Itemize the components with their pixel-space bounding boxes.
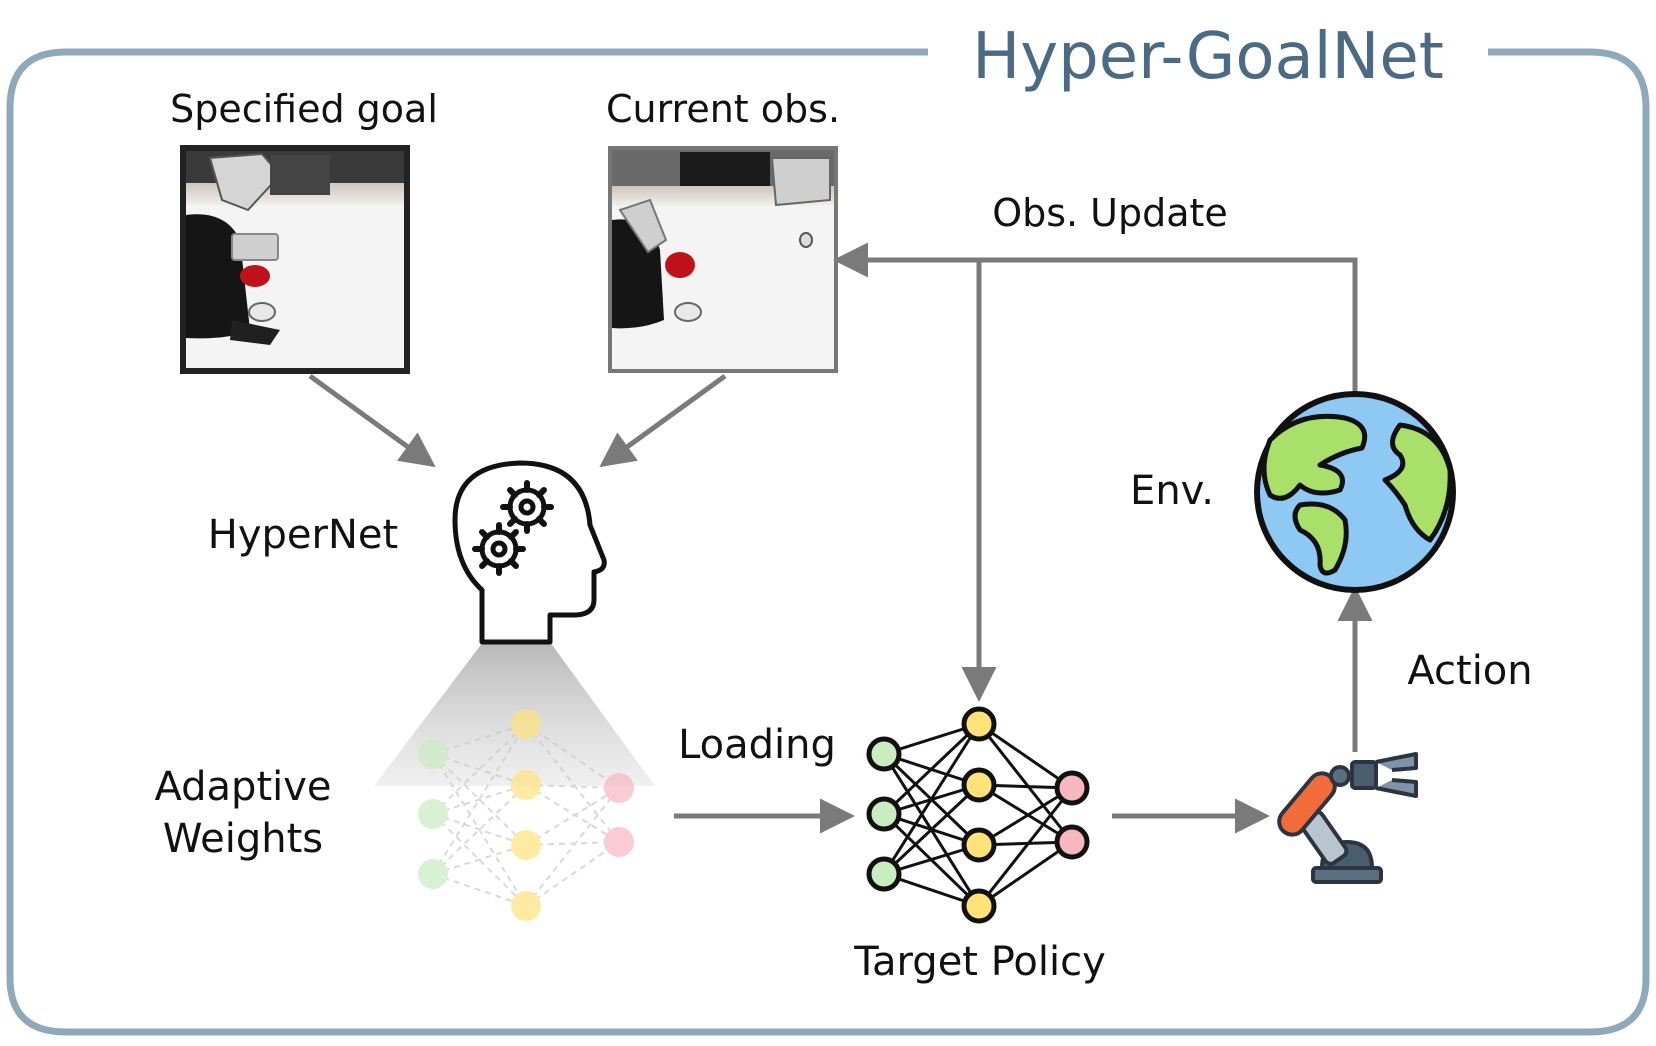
- label-current-obs: Current obs.: [606, 87, 840, 131]
- network-edge: [432, 723, 527, 875]
- network-edge: [432, 753, 527, 786]
- robot-arm-icon: [1277, 752, 1418, 884]
- hidden-node: [961, 888, 997, 924]
- input-node: [866, 856, 902, 892]
- network-edge: [525, 841, 620, 846]
- network-edge: [978, 840, 1073, 908]
- globe-icon: [1254, 391, 1456, 593]
- gear-icon: [500, 480, 554, 534]
- label-adaptive-weights-line1: Adaptive: [154, 764, 331, 810]
- diagram-title: Hyper-GoalNet: [972, 20, 1444, 94]
- network-edge: [525, 784, 620, 843]
- label-action: Action: [1407, 648, 1532, 694]
- brain-gears-icon: [452, 460, 607, 645]
- gear-tooth: [507, 487, 518, 498]
- outer-frame: [6, 48, 1650, 1036]
- output-node: [604, 827, 634, 857]
- hypernet-beam: [374, 642, 655, 786]
- label-target-policy: Target Policy: [853, 939, 1106, 985]
- network-edge: [432, 844, 527, 875]
- input-node: [866, 736, 902, 772]
- network-edge: [432, 723, 527, 755]
- label-loading: Loading: [678, 722, 836, 768]
- gear-tooth: [536, 487, 547, 498]
- gear-tooth: [536, 516, 547, 527]
- hidden-node: [961, 827, 997, 863]
- network-edge: [432, 784, 527, 815]
- network-edge: [432, 813, 527, 846]
- hidden-node: [511, 770, 541, 800]
- network-edge: [432, 873, 527, 907]
- hidden-node: [511, 891, 541, 921]
- network-edge: [977, 787, 1074, 907]
- goal-image: [180, 145, 410, 374]
- input-node: [418, 739, 448, 769]
- output-node: [1054, 770, 1090, 806]
- gear-tooth: [508, 529, 519, 540]
- arrow-obs-update: [833, 242, 1358, 392]
- network-edge: [977, 723, 1074, 843]
- input-node: [418, 799, 448, 829]
- network-edge: [525, 784, 620, 789]
- adaptive-weights-network: [418, 709, 634, 921]
- network-edge: [978, 783, 1073, 844]
- network-edge: [882, 783, 981, 876]
- label-specified-goal: Specified goal: [170, 87, 438, 131]
- input-node: [866, 796, 902, 832]
- arrow-goal-to-hypernet: [308, 373, 436, 468]
- hidden-node: [511, 709, 541, 739]
- output-node: [1054, 824, 1090, 860]
- observation-image: [608, 146, 838, 373]
- network-edge: [978, 786, 1073, 847]
- gear-tooth: [479, 558, 490, 569]
- gear-tooth: [508, 558, 519, 569]
- network-edge: [978, 722, 1073, 790]
- output-node: [604, 773, 634, 803]
- label-hypernet: HyperNet: [208, 512, 398, 558]
- network-edge: [882, 723, 981, 875]
- hidden-node: [511, 830, 541, 860]
- hidden-node: [961, 767, 997, 803]
- network-edge: [525, 723, 620, 789]
- gear-tooth: [507, 516, 518, 527]
- network-edge: [882, 722, 981, 816]
- gear-icon: [472, 522, 526, 576]
- label-adaptive-weights-line2: Weights: [163, 816, 323, 862]
- network-edge: [525, 723, 620, 843]
- label-obs-update: Obs. Update: [992, 191, 1228, 235]
- input-node: [418, 859, 448, 889]
- network-edge: [525, 787, 620, 907]
- arrow-obs-to-hypernet: [599, 373, 727, 468]
- label-env: Env.: [1130, 468, 1214, 514]
- target-policy-network: [866, 706, 1090, 924]
- hidden-node: [961, 706, 997, 742]
- network-edge: [525, 841, 620, 907]
- gear-tooth: [479, 529, 490, 540]
- network-edge: [525, 787, 620, 846]
